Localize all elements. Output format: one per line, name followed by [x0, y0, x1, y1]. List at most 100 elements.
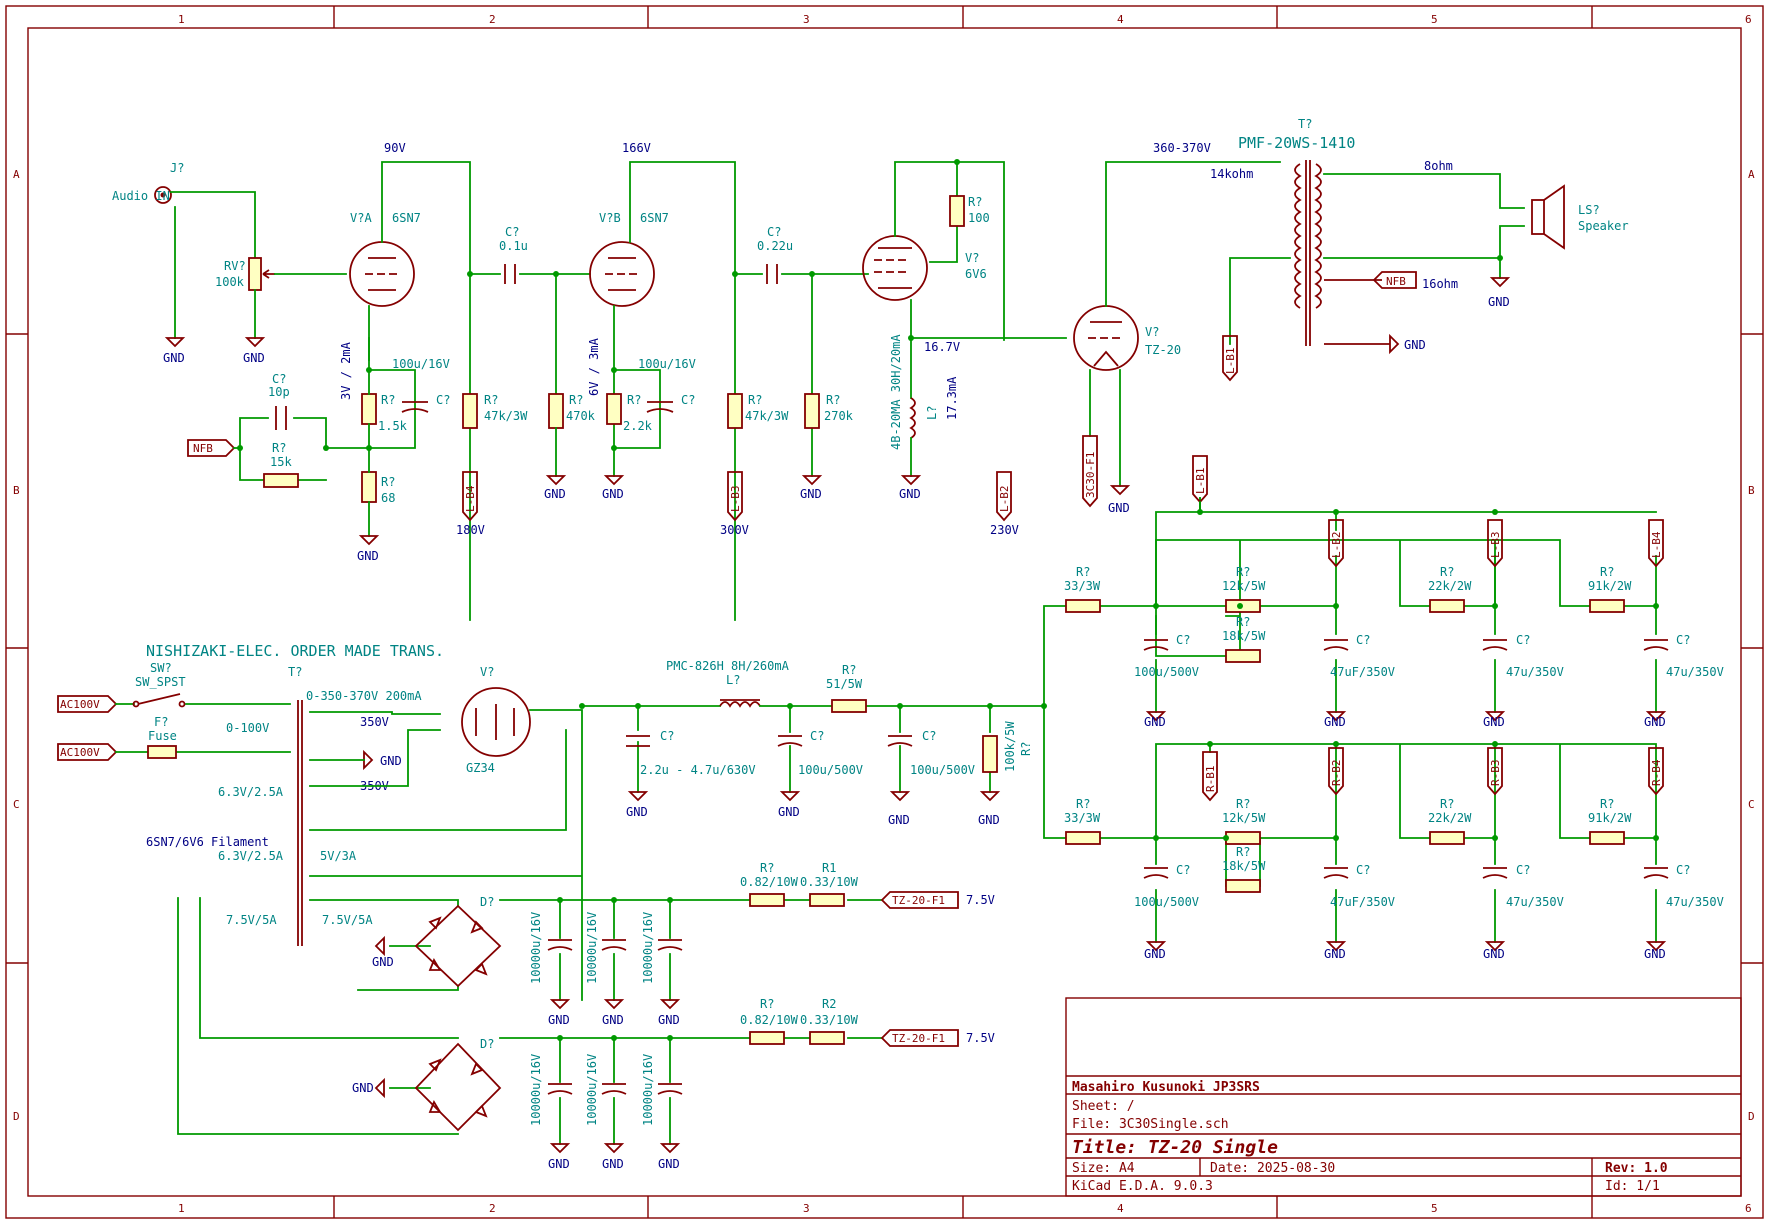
psu-choke[interactable] — [719, 701, 761, 708]
fuse[interactable] — [147, 745, 177, 759]
resistor-rg1[interactable] — [548, 393, 564, 429]
c3-ref: C? — [922, 729, 936, 743]
resistor-fil1-r033[interactable] — [809, 893, 845, 907]
rectifier-gz34[interactable] — [461, 687, 531, 757]
b1-label-left — [1222, 335, 1238, 382]
ck2-value: 100u/16V — [638, 357, 696, 371]
volume-pot[interactable] — [248, 257, 262, 291]
cap-l-c47b[interactable] — [1643, 639, 1669, 651]
bridge-rectifier-1[interactable] — [414, 904, 502, 988]
resistor-fil2-r082[interactable] — [749, 1031, 785, 1045]
tb-size: Size: A4 — [1072, 1161, 1135, 1176]
gnd-label: GND — [658, 1013, 680, 1027]
ot-primary-impedance: 14kohm — [1210, 167, 1253, 181]
pot-value: 100k — [215, 275, 245, 289]
cap-ck2[interactable] — [646, 401, 674, 413]
cap-fil2-a[interactable] — [547, 1083, 573, 1095]
resistor-r68[interactable] — [361, 471, 377, 503]
resistor-r-r33[interactable] — [1065, 831, 1101, 845]
resistor-bleeder[interactable] — [982, 735, 998, 773]
gnd-label: GND — [658, 1157, 680, 1171]
cap-ck1[interactable] — [401, 401, 429, 413]
v1b-ref: V?B — [599, 211, 621, 225]
resistor-r-r91k[interactable] — [1589, 831, 1625, 845]
resistor-fil2-r033[interactable] — [809, 1031, 845, 1045]
v2-value: 6V6 — [965, 267, 987, 281]
cap-r-c47b[interactable] — [1643, 867, 1669, 879]
resistor-rg2-100[interactable] — [949, 195, 965, 227]
power-switch[interactable] — [137, 693, 181, 705]
cap-fil2-b[interactable] — [601, 1083, 627, 1095]
gnd-symbol — [603, 475, 625, 486]
frame-col-3-bot: 3 — [803, 1202, 810, 1215]
choke-l-driver[interactable] — [909, 397, 916, 439]
audio-in-jack[interactable] — [154, 186, 172, 204]
resistor-rg2[interactable] — [804, 393, 820, 429]
cap-c2-electrolytic[interactable] — [777, 735, 803, 747]
resistor-rk1[interactable] — [361, 393, 377, 425]
r-c47f-ref: C? — [1356, 863, 1370, 877]
cap-l-c47a[interactable] — [1482, 639, 1508, 651]
resistor-fil1-r082[interactable] — [749, 893, 785, 907]
resistor-rk2[interactable] — [606, 393, 622, 425]
resistor-rl2[interactable] — [727, 393, 743, 429]
gnd-label: GND — [1644, 947, 1666, 961]
ck1-value: 100u/16V — [392, 357, 450, 371]
rl1-value: 47k/3W — [484, 409, 528, 423]
c1-ref: C? — [660, 729, 674, 743]
cap-cc1[interactable] — [504, 264, 516, 284]
resistor-r15k[interactable] — [263, 473, 299, 488]
r-r18k-ref: R? — [1236, 845, 1250, 859]
pt-ref: T? — [288, 665, 302, 679]
r-r12k-value: 12k/5W — [1222, 811, 1266, 825]
r15k-ref: R? — [272, 441, 286, 455]
cap-r-c100[interactable] — [1143, 867, 1169, 879]
frame-row-b-right: B — [1748, 484, 1755, 497]
tube-v1b-6sn7[interactable] — [589, 241, 655, 307]
cap-r-c47f[interactable] — [1323, 867, 1349, 879]
drawing-frame: 1 2 3 4 5 6 1 2 3 4 5 6 A B C D A B C D — [5, 5, 1764, 1219]
ac-label-1-text: AC100V — [60, 698, 100, 711]
sw-ref: SW? — [150, 661, 172, 675]
rk1-ref: R? — [381, 393, 395, 407]
gnd-label: GND — [1483, 715, 1505, 729]
gnd-symbol — [1145, 711, 1167, 722]
l-b1-label — [1192, 455, 1208, 504]
resistor-l-r22k[interactable] — [1429, 599, 1465, 613]
r-c100-value: 100u/500V — [1134, 895, 1199, 909]
resistor-r51[interactable] — [831, 699, 867, 713]
speaker[interactable] — [1531, 199, 1545, 235]
cap-c10p[interactable] — [275, 406, 287, 430]
l-b3-text: L-B3 — [1489, 532, 1502, 559]
cap-l-c100[interactable] — [1143, 639, 1169, 651]
cap-r-c47a[interactable] — [1482, 867, 1508, 879]
cap-cc2[interactable] — [766, 264, 778, 284]
cap-c3-electrolytic[interactable] — [887, 735, 913, 747]
frame-col-1-top: 1 — [178, 13, 185, 26]
bridge-rectifier-2[interactable] — [414, 1042, 502, 1132]
cap-fil1-a[interactable] — [547, 939, 573, 951]
resistor-r-r18k[interactable] — [1225, 879, 1261, 893]
r-b2-text: R-B2 — [1330, 760, 1343, 787]
pt-7v5-a: 7.5V/5A — [226, 913, 277, 927]
resistor-l-r91k[interactable] — [1589, 599, 1625, 613]
resistor-rl1[interactable] — [462, 393, 478, 429]
output-transformer[interactable] — [1294, 163, 1302, 309]
tube-v2-6v6[interactable] — [862, 235, 928, 301]
resistor-l-r18k[interactable] — [1225, 649, 1261, 663]
r-r12k-ref: R? — [1236, 797, 1250, 811]
c1-value: 2.2u - 4.7u/630V — [640, 763, 756, 777]
ot-ref: T? — [1298, 117, 1312, 131]
choke-driver-value: 4B-20MA 30H/20mA — [889, 334, 903, 450]
cap-fil1-b[interactable] — [601, 939, 627, 951]
r51-ref: R? — [842, 663, 856, 677]
resistor-l-r33[interactable] — [1065, 599, 1101, 613]
cap-c1-film[interactable] — [626, 735, 650, 747]
resistor-r-r12k[interactable] — [1225, 831, 1261, 845]
bleeder-value: 100k/5W — [1003, 721, 1017, 772]
frame-col-1-bot: 1 — [178, 1202, 185, 1215]
cap-l-c47f[interactable] — [1323, 639, 1349, 651]
resistor-r-r22k[interactable] — [1429, 831, 1465, 845]
cap-fil1-c[interactable] — [657, 939, 683, 951]
cap-fil2-c[interactable] — [657, 1083, 683, 1095]
